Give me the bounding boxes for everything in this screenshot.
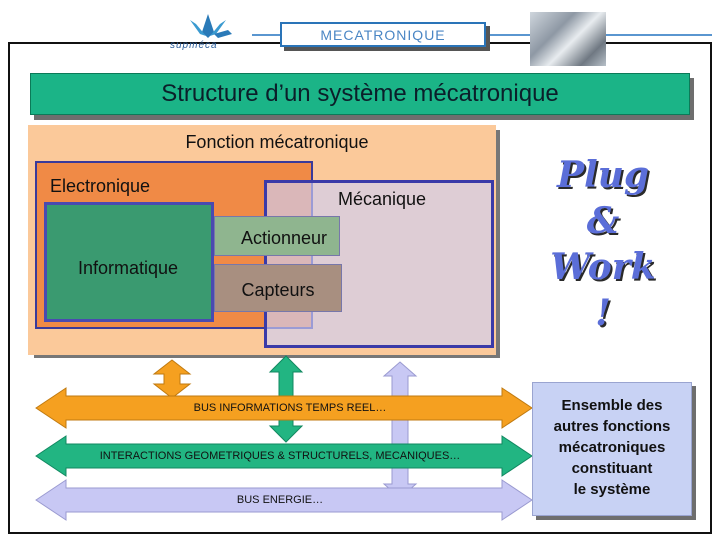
ensemble-line-5: le système <box>573 481 651 498</box>
supmeca-logo-icon <box>190 14 232 38</box>
ensemble-line-3: mécatroniques <box>558 439 666 456</box>
info-connector-arrow <box>152 359 192 399</box>
ensemble-line-1: Ensemble des <box>561 397 663 414</box>
slogan-line-3: Work <box>550 246 656 288</box>
slogan-line-1: Plug <box>556 154 650 196</box>
bus-energie-label: BUS ENERGIE… <box>236 494 324 506</box>
ensemble-line-2: autres fonctions <box>553 418 671 435</box>
header-photo <box>530 12 606 66</box>
header-line-right <box>490 34 530 36</box>
actionneur-box <box>214 216 340 256</box>
capteurs-box <box>214 264 342 312</box>
capteurs-label: Capteurs <box>241 280 315 300</box>
header-line-far-right <box>606 34 712 36</box>
bus-interactions-label: INTERACTIONS GEOMETRIQUES & STRUCTURELS,… <box>99 450 461 462</box>
bus-information-label: BUS INFORMATIONS TEMPS REEL… <box>193 402 387 414</box>
logo-text: supméca <box>170 40 218 51</box>
energie-connector-arrow <box>382 361 418 499</box>
header-line-left <box>252 34 280 36</box>
actionneur-label: Actionneur <box>240 228 328 248</box>
ensemble-line-4: constituant <box>571 460 653 477</box>
fonction-mecatronique-label: Fonction mécatronique <box>185 132 369 152</box>
electronique-label: Electronique <box>50 176 151 196</box>
slogan-line-4: ! <box>595 292 611 334</box>
mecanique-label: Mécanique <box>338 189 427 209</box>
ensemble-box: Ensemble des autres fonctions mécatroniq… <box>532 382 692 516</box>
plug-and-work-slogan: Plug & Work ! <box>528 152 678 336</box>
supmeca-logo <box>168 12 248 66</box>
informatique-box <box>44 202 214 322</box>
page-title: Structure d’un système mécatronique <box>30 73 690 115</box>
slogan-line-2: & <box>586 200 620 242</box>
informatique-label: Informatique <box>78 258 179 278</box>
header-title: MECATRONIQUE <box>280 22 486 47</box>
